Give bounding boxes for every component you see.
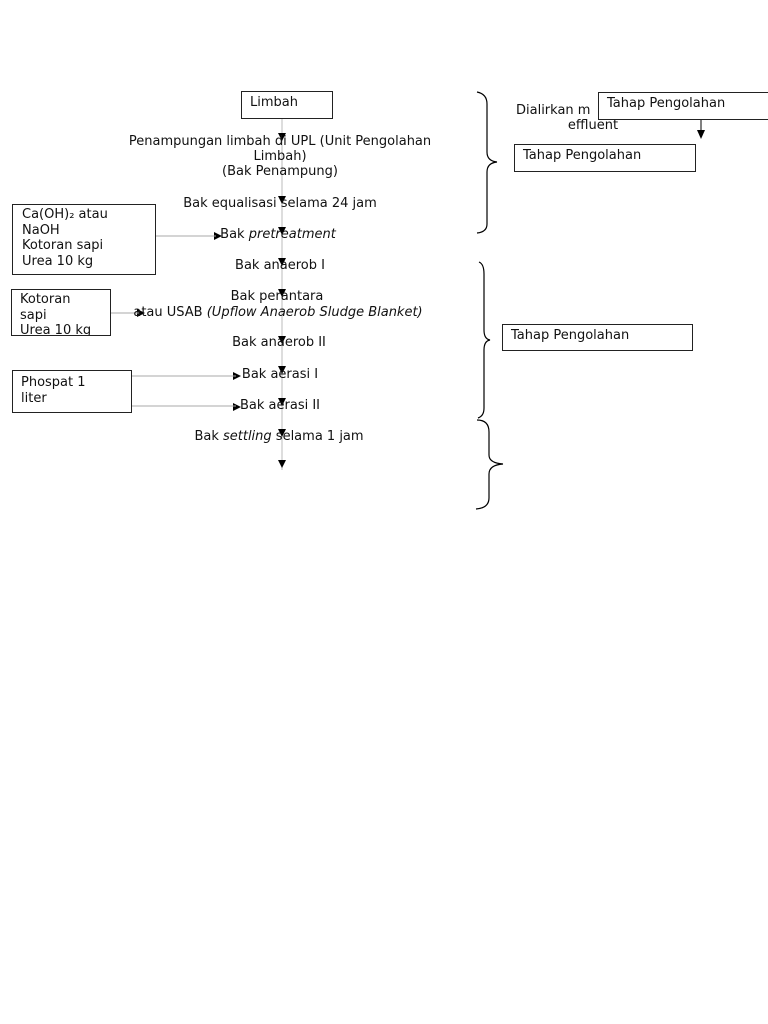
stage-top-label: Tahap Pengolahan [607, 96, 726, 111]
step-penampungan-line1: Penampungan limbah di UPL (Unit Pengolah… [128, 134, 432, 149]
input-chemical-line: Kotoran sapi [22, 238, 104, 253]
step-anaerob-2: Bak anaerob II [232, 335, 326, 350]
step-equalisasi: Bak equalisasi selama 24 jam [183, 196, 377, 211]
step-usab-prefix: atau USAB [133, 305, 207, 320]
input-manure-line: Urea 10 kg [20, 323, 92, 336]
step-settling-prefix: Bak [194, 429, 223, 444]
step-penampungan-line3: (Bak Penampung) [222, 164, 338, 179]
step-pretreatment-italic: pretreatment [248, 227, 336, 242]
input-manure-line: Kotoran [20, 292, 71, 307]
step-anaerob-1: Bak anaerob I [235, 258, 325, 273]
input-chemical-line: NaOH [22, 222, 60, 238]
step-settling-italic: settling [222, 429, 272, 444]
input-box-phosphate: Phospat 1 liter [12, 370, 132, 413]
stage-braces [475, 91, 504, 510]
step-usab-italic: (Upflow Anaerob Sludge Blanket) [206, 305, 423, 320]
start-box-limbah: Limbah [241, 91, 333, 119]
stage-box-2: Tahap Pengolahan [502, 324, 693, 351]
input-chemical-line: Urea 10 kg [22, 253, 94, 269]
stage-box-1: Tahap Pengolahan [514, 144, 696, 172]
step-aerasi-2: Bak aerasi II [239, 398, 321, 413]
step-settling: Bak settling selama 1 jam [194, 429, 363, 444]
step-penampungan-line2: Limbah) [253, 149, 307, 164]
stage-2-label: Tahap Pengolahan [511, 328, 630, 343]
step-settling-suffix: selama 1 jam [271, 429, 364, 444]
step-pretreatment: Bak pretreatment [220, 227, 336, 242]
stage-box-top: Tahap Pengolahan [598, 92, 768, 120]
effluent-text: effluent [567, 118, 619, 133]
input-box-manure: Kotoran sapi Urea 10 kg [11, 289, 111, 336]
dialirkan-text: Dialirkan m [516, 103, 591, 118]
input-phosphate-line: liter [21, 390, 47, 406]
input-lines [110, 235, 236, 407]
input-manure-line: sapi [20, 307, 47, 323]
step-perantara: Bak perantara [230, 289, 324, 304]
input-box-chemical: Ca(OH)₂ atau NaOH Kotoran sapi Urea 10 k… [12, 204, 156, 275]
step-pretreatment-prefix: Bak [220, 227, 249, 242]
input-phosphate-line: Phospat 1 [21, 375, 86, 390]
step-usab: atau USAB (Upflow Anaerob Sludge Blanket… [133, 305, 422, 320]
stage-1-label: Tahap Pengolahan [523, 148, 642, 163]
flow-arrowheads [137, 130, 705, 468]
start-label: Limbah [250, 95, 298, 110]
input-chemical-line: Ca(OH)₂ atau [22, 207, 108, 222]
step-aerasi-1: Bak aerasi I [241, 367, 319, 382]
